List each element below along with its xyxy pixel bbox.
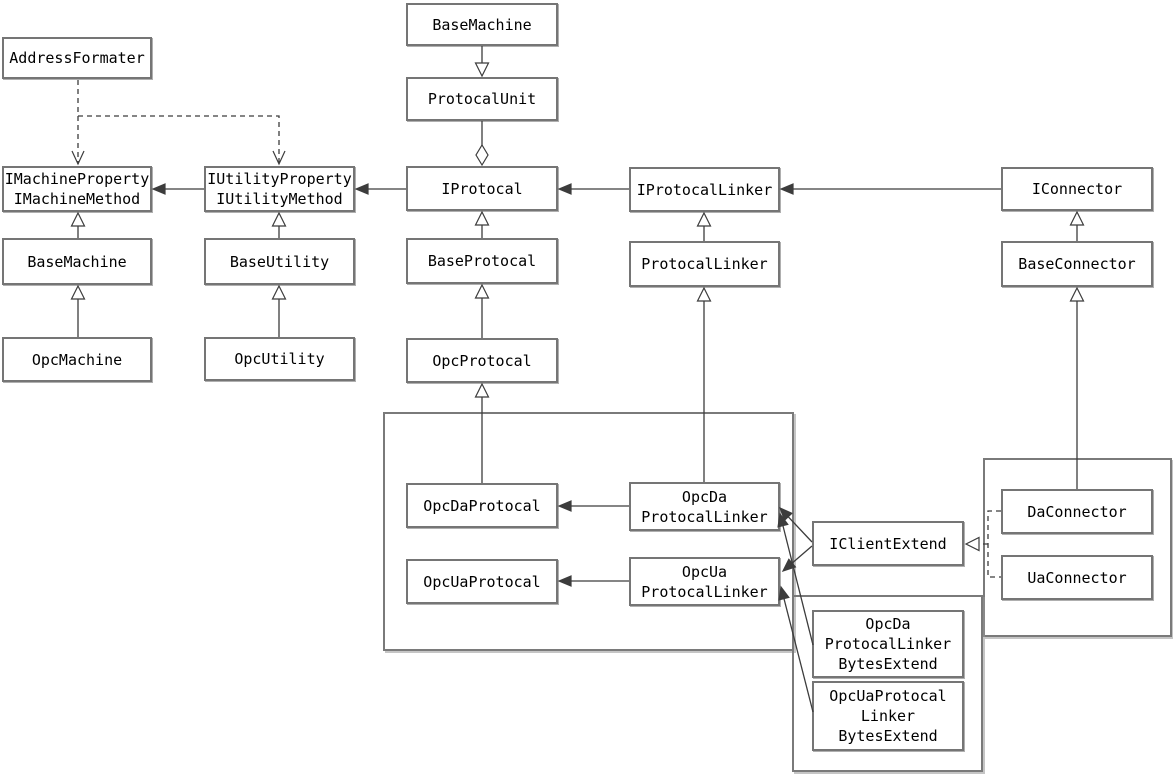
node-protocal-linker: ProtocalLinker (629, 241, 780, 287)
node-label: BytesExtend (838, 655, 938, 673)
node-label: OpcUa (681, 562, 728, 581)
node-protocal-unit: ProtocalUnit (406, 77, 558, 121)
node-label: ProtocalLinker (824, 635, 952, 653)
node-label: IMachineProperty (4, 170, 150, 188)
node-label: IProtocal (441, 179, 523, 198)
node-label: IProtocalLinker (636, 180, 773, 199)
node-label: BaseUtility (229, 252, 330, 271)
arrowhead-hollow-baseconnector-to-iconnector (1069, 210, 1085, 226)
arrowhead-openv-addressformater-to-iutility (272, 150, 286, 166)
node-label: ProtocalLinker (641, 255, 768, 273)
node-i-protocal: IProtocal (406, 166, 558, 211)
node-label: OpcDa (865, 615, 911, 633)
arrowhead-hollow-basemachine-to-imachine (70, 211, 86, 227)
node-label: BaseConnector (1018, 255, 1136, 273)
node-base-machine-top: BaseMachine (406, 3, 558, 46)
arrowhead-diamond-protocalunit-to-iprotocal-aggregation (475, 143, 489, 167)
node-label: Linker (860, 707, 916, 725)
node-label: ProtocalLinker (641, 582, 768, 601)
node-base-protocal: BaseProtocal (406, 238, 558, 284)
node-label: IClientExtend (829, 534, 947, 553)
node-i-client-extend: IClientExtend (812, 521, 964, 566)
arrowhead-hollow-opcmachine-to-basemachine (70, 284, 86, 300)
node-label: OpcDa (681, 487, 728, 506)
arrowhead-hollow-daconnector-to-baseconnector (1069, 286, 1085, 302)
node-label: DaConnector (1027, 502, 1127, 521)
edge-addressformater-to-iutility (78, 115, 280, 164)
node-label: AddressFormater (9, 49, 145, 67)
arrowhead-filled-iprotocal-to-iutility (354, 183, 369, 195)
arrowhead-hollow-opcutility-to-baseutility (271, 284, 287, 300)
node-opc-protocal: OpcProtocal (406, 338, 558, 383)
node-label: OpcDaProtocal (423, 496, 541, 515)
node-label: ProtocalLinker (641, 507, 768, 526)
node-opc-da-protocal: OpcDaProtocal (406, 483, 558, 528)
container-connector-group (983, 458, 1172, 637)
node-base-machine: BaseMachine (2, 238, 152, 285)
node-label: OpcUaProtocal (829, 687, 947, 705)
node-label: IConnector (1031, 180, 1123, 198)
node-label: IMachineMethod (13, 190, 141, 208)
arrowhead-hollow-opcprotocal-to-baseprotocal (474, 283, 490, 299)
node-opc-machine: OpcMachine (2, 337, 152, 382)
node-da-connector: DaConnector (1001, 489, 1153, 534)
node-label: IUtilityProperty (207, 170, 352, 188)
container-opc-protocal-group (383, 412, 794, 651)
arrowhead-hollow-baseutility-to-iutility (271, 211, 287, 227)
node-label: OpcUtility (234, 350, 325, 368)
arrowhead-openv-addressformater-to-imachine (71, 150, 85, 166)
node-label: OpcProtocal (432, 351, 532, 370)
node-i-connector: IConnector (1001, 167, 1153, 211)
arrowhead-hollow-protocallinker-to-iprotocallinker (696, 211, 712, 227)
node-label: BaseProtocal (427, 252, 537, 270)
arrowhead-hollow-opcdaprotocallinker-to-protocallinker (696, 286, 712, 302)
node-label: OpcMachine (31, 350, 123, 369)
arrowhead-filled-iconnector-to-iprotocallinker (779, 183, 794, 195)
node-base-connector: BaseConnector (1001, 241, 1153, 287)
arrowhead-hollow-opcdaprotocal-to-opcprotocal (474, 382, 490, 398)
arrowhead-filled-iutility-to-imachine (151, 183, 166, 195)
node-i-protocal-linker: IProtocalLinker (629, 167, 780, 212)
node-opc-utility: OpcUtility (204, 337, 355, 381)
node-label: BaseMachine (432, 15, 532, 34)
node-address-formater: AddressFormater (2, 37, 152, 79)
node-label: ProtocalUnit (427, 90, 537, 108)
arrowhead-hollow-baseprotocal-to-iprotocal (474, 210, 490, 226)
node-label: BaseMachine (27, 252, 127, 271)
arrowhead-hollow-basemachine-to-protocalunit (474, 62, 490, 78)
node-label: OpcUaProtocal (423, 572, 541, 591)
arrowhead-hollow-connectors-to-iclientextend (964, 536, 980, 552)
node-base-utility: BaseUtility (204, 238, 355, 285)
node-label: BytesExtend (838, 727, 938, 745)
node-label: UaConnector (1027, 568, 1127, 587)
node-label: IUtilityMethod (216, 190, 343, 208)
arrowhead-filled-iprotocallinker-to-iprotocal (557, 183, 572, 195)
node-opc-ua-protocal: OpcUaProtocal (406, 559, 558, 604)
node-ua-connector: UaConnector (1001, 555, 1153, 600)
